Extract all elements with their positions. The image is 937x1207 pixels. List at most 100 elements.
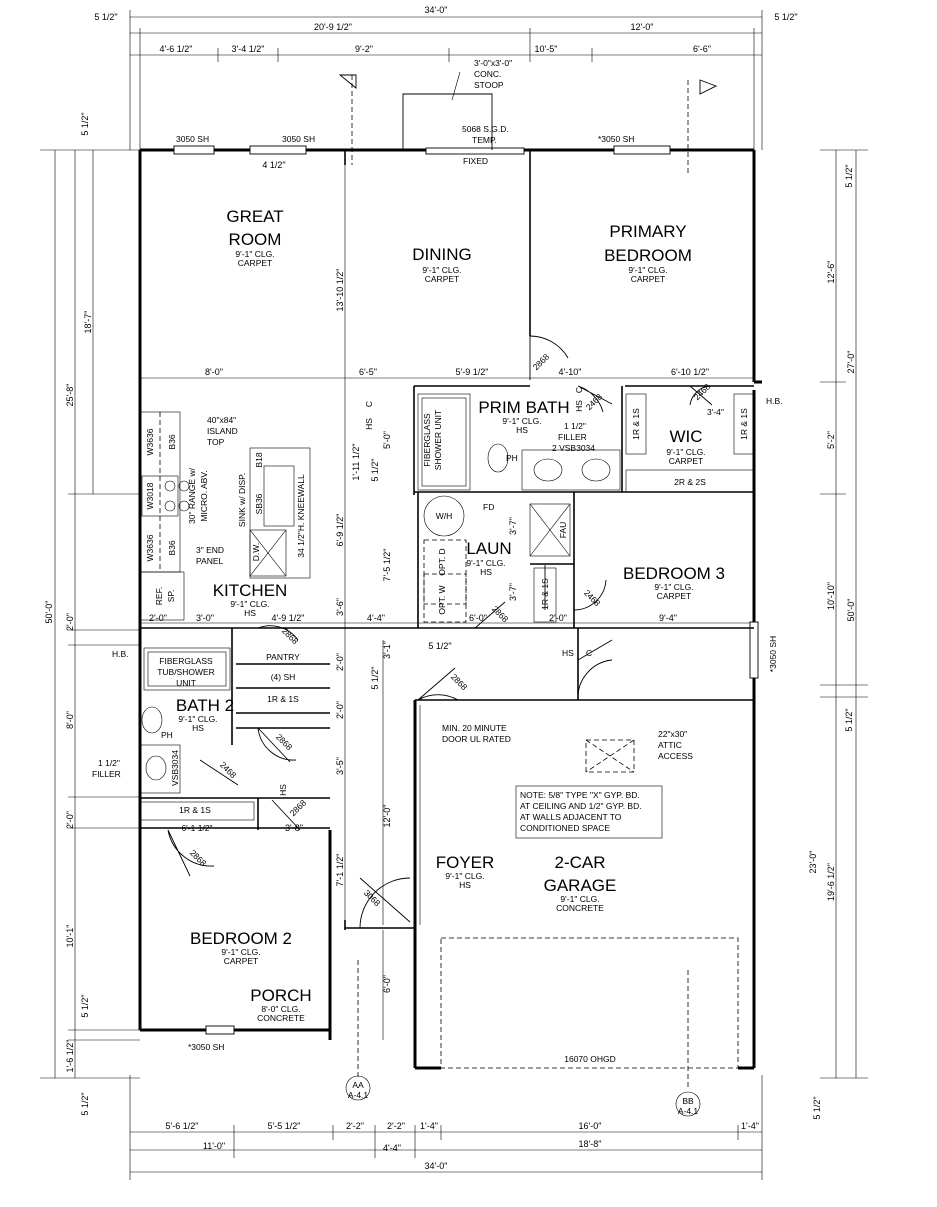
dimension-lines [40, 10, 868, 1180]
cab-w3636-b: W3636 [145, 534, 155, 561]
hall-1r1s: 1R & 1S [179, 805, 211, 815]
dim-top-right-run: 12'-0" [631, 22, 654, 32]
window-3050-bed3: *3050 SH [768, 636, 778, 672]
dim-right-500: 50'-0" [846, 599, 856, 622]
prim-bath-name: PRIM BATH [478, 398, 569, 417]
garage-note-3: AT WALLS ADJACENT TO [520, 812, 622, 822]
filler-b2-1: 1 1/2" [98, 758, 120, 768]
wic-name: WIC [669, 427, 702, 446]
primary-bedroom-name-2: BEDROOM [604, 246, 692, 265]
foyer-name: FOYER [436, 853, 495, 872]
dim-h-38: 3'-8" [285, 823, 303, 833]
end-panel-label-2: PANEL [196, 556, 224, 566]
ph-label: PH [506, 453, 518, 463]
dim-4-1-2: 4 1/2" [262, 160, 285, 170]
dim-left-101: 10'-1" [65, 925, 75, 948]
dimension-labels: 34'-0" 5 1/2" 5 1/2" 20'-9 1/2" 12'-0" 4… [44, 5, 856, 1171]
dim-left-258: 25'-8" [65, 384, 75, 407]
pantry-name: PANTRY [266, 652, 300, 662]
dim-dining-width: 6'-5" [359, 367, 377, 377]
cab-b36-b: B36 [167, 540, 177, 555]
dim-bot-561-2: 5'-6 1/2" [166, 1121, 199, 1131]
island-label-2: ISLAND [207, 426, 238, 436]
hall-dim: 6'-1 1/2" [181, 823, 212, 833]
fixed-label: FIXED [463, 156, 488, 166]
sink-label: SINK w/ DISP. [237, 473, 247, 527]
dim-bot-188: 18'-8" [579, 1139, 602, 1149]
attic-label-3: ACCESS [658, 751, 693, 761]
dim-top-d: 10'-5" [535, 44, 558, 54]
shower-label-1: FIBERGLASS [422, 413, 432, 467]
cab-dw: D.W. [251, 543, 261, 561]
dim-l-37-a: 3'-7" [508, 517, 518, 535]
door-2468-a: 2468 [584, 391, 605, 412]
filler-prim-2: FILLER [558, 432, 587, 442]
wic-2r2s: 2R & 2S [674, 477, 706, 487]
dim-k-751-2: 7'-5 1/2" [382, 549, 392, 582]
dim-k-36: 3'-6" [335, 598, 345, 616]
dim-bot-551-2: 5'-5 1/2" [268, 1121, 301, 1131]
section-aa-sheet: A-4.1 [348, 1090, 369, 1100]
porch-name: PORCH [250, 986, 311, 1005]
opt-w-label: OPT. W [437, 585, 447, 614]
dim-left-51-2-c: 5 1/2" [80, 1092, 90, 1115]
laun-clg: 9'-1" CLG. [466, 558, 505, 568]
great-room-name-1: GREAT [226, 207, 283, 226]
ohgd-label: 16070 OHGD [564, 1054, 616, 1064]
cab-w3636-a: W3636 [145, 428, 155, 455]
foyer-clg: 9'-1" CLG. [445, 871, 484, 881]
dining-clg: 9'-1" CLG. [422, 265, 461, 275]
dim-top-left-run: 20'-9 1/2" [314, 22, 352, 32]
dim-right-270: 27'-0" [846, 351, 856, 374]
laundry-fixtures [423, 495, 571, 623]
bedroom3-floor: CARPET [657, 591, 691, 601]
attic-label-2: ATTIC [658, 740, 682, 750]
c-a: C [364, 401, 374, 407]
fau-label: FAU [558, 522, 568, 539]
garage-clg: 9'-1" CLG. [560, 894, 599, 904]
window-3050-bed2: *3050 SH [188, 1042, 224, 1052]
cab-w3018: W3018 [145, 482, 155, 509]
hs-b: HS [562, 648, 574, 658]
interior-walls [140, 150, 754, 930]
bath2-clg: 9'-1" CLG. [178, 714, 217, 724]
sp-label: SP. [166, 590, 176, 603]
sgd-label-1: 5068 S.G.D. [462, 124, 509, 134]
dim-k-30: 3'-0" [196, 613, 214, 623]
garage-name-1: 2-CAR [554, 853, 605, 872]
bedroom3-name: BEDROOM 3 [623, 564, 725, 583]
hs-a: HS [364, 418, 374, 430]
primary-bedroom-clg: 9'-1" CLG. [628, 265, 667, 275]
dim-right-51-2-top: 5 1/2" [844, 164, 854, 187]
dim-top-c: 9'-2" [355, 44, 373, 54]
dim-l-60: 6'-0" [469, 613, 487, 623]
dim-f-35: 3'-5" [335, 757, 345, 775]
dim-right-230: 23'-0" [808, 851, 818, 874]
windows [173, 145, 759, 1035]
door-2868-e: 2868 [274, 732, 295, 753]
kitchen-floor: HS [244, 608, 256, 618]
dim-left-20-a: 2'-0" [65, 613, 75, 631]
door-2468-d: 2468 [218, 760, 239, 781]
section-markers [345, 960, 701, 1117]
door-swings [167, 335, 713, 929]
bedroom2-floor: CARPET [224, 956, 258, 966]
dim-right-51-2-mid: 5 1/2" [844, 708, 854, 731]
great-room-name-2: ROOM [229, 230, 282, 249]
garage-note-1: NOTE: 5/8" TYPE "X" GYP. BD. [520, 790, 640, 800]
bath2-floor: HS [192, 723, 204, 733]
dim-p-51-2: 5 1/2" [370, 666, 380, 689]
wic-1r1s-b: 1R & 1S [739, 408, 749, 440]
stoop [402, 71, 493, 150]
island-label-3: TOP [207, 437, 225, 447]
range-label-1: 30" RANGE w/ [187, 467, 197, 524]
dim-right-1961-2: 19'-6 1/2" [826, 863, 836, 901]
dim-primbath-width: 5'-9 1/2" [456, 367, 489, 377]
stoop-label-1: 3'-0"x3'-0" [474, 58, 512, 68]
dim-l-37-b: 3'-7" [508, 583, 518, 601]
dim-k-20: 2'-0" [149, 613, 167, 623]
dim-k-51-2: 5 1/2" [370, 458, 380, 481]
cab-sb36: SB36 [254, 493, 264, 514]
dim-bot-14-b: 1'-4" [741, 1121, 759, 1131]
